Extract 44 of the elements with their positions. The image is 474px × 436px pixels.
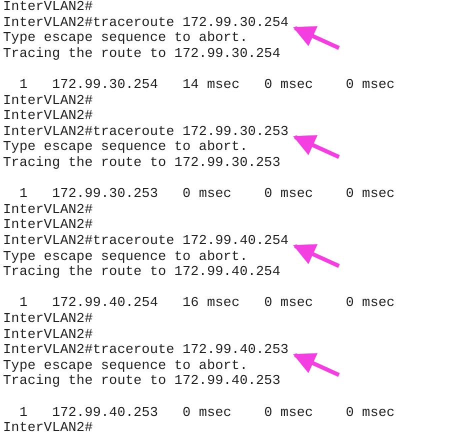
arrow xyxy=(293,244,340,268)
terminal-text: InterVLAN2# xyxy=(3,312,93,328)
terminal-text: 0 msec xyxy=(346,296,395,312)
terminal-text: InterVLAN2# xyxy=(3,0,93,16)
terminal-text: 1 xyxy=(19,406,28,422)
terminal-text: Tracing the route to 172.99.30.254 xyxy=(3,46,280,62)
terminal-text: 172.99.30.253 xyxy=(52,187,158,203)
terminal-text: 1 xyxy=(19,187,28,203)
terminal-text: 14 msec xyxy=(182,78,240,94)
terminal-text: 172.99.40.253 xyxy=(52,406,158,422)
terminal-text: 0 msec xyxy=(182,187,232,203)
terminal-text: 172.99.40.254 xyxy=(52,296,158,312)
terminal-text: InterVLAN2# xyxy=(3,94,93,110)
terminal-text: Tracing the route to 172.99.30.253 xyxy=(3,156,280,172)
command-line: InterVLAN2#traceroute 172.99.30.254 xyxy=(3,16,289,32)
terminal-text: Type escape sequence to abort. xyxy=(3,250,248,265)
terminal-text: InterVLAN2# xyxy=(3,109,93,125)
terminal-text: 0 msec xyxy=(346,187,395,203)
terminal-text: 172.99.30.254 xyxy=(52,78,158,94)
terminal-text: Tracing the route to 172.99.40.254 xyxy=(3,265,280,281)
command-line: InterVLAN2#traceroute 172.99.40.254 xyxy=(3,234,289,250)
terminal-text: 0 msec xyxy=(346,406,395,422)
terminal-text: Type escape sequence to abort. xyxy=(3,140,248,156)
terminal-text: Tracing the route to 172.99.40.253 xyxy=(3,374,280,390)
arrow xyxy=(293,353,340,377)
terminal-text: InterVLAN2# xyxy=(3,421,93,436)
command-line: InterVLAN2#traceroute 172.99.40.253 xyxy=(3,343,289,359)
terminal-text: Type escape sequence to abort. xyxy=(3,31,248,47)
terminal-text: 0 msec xyxy=(264,296,314,312)
terminal-text: InterVLAN2# xyxy=(3,218,93,234)
terminal-text: Type escape sequence to abort. xyxy=(3,358,248,374)
terminal-text: 0 msec xyxy=(182,406,232,422)
arrow xyxy=(293,26,340,50)
terminal-text: 16 msec xyxy=(182,296,240,312)
arrow xyxy=(293,135,340,159)
terminal-text: 0 msec xyxy=(346,78,395,94)
command-line: InterVLAN2#traceroute 172.99.30.253 xyxy=(3,124,289,140)
terminal-text: 1 xyxy=(19,296,28,312)
terminal-text: 0 msec xyxy=(264,406,314,422)
terminal-text: InterVLAN2# xyxy=(3,202,93,218)
terminal-text: 1 xyxy=(19,78,28,94)
terminal-text: 0 msec xyxy=(264,187,314,203)
terminal-text: InterVLAN2# xyxy=(3,328,93,344)
terminal-text: 0 msec xyxy=(264,78,314,94)
